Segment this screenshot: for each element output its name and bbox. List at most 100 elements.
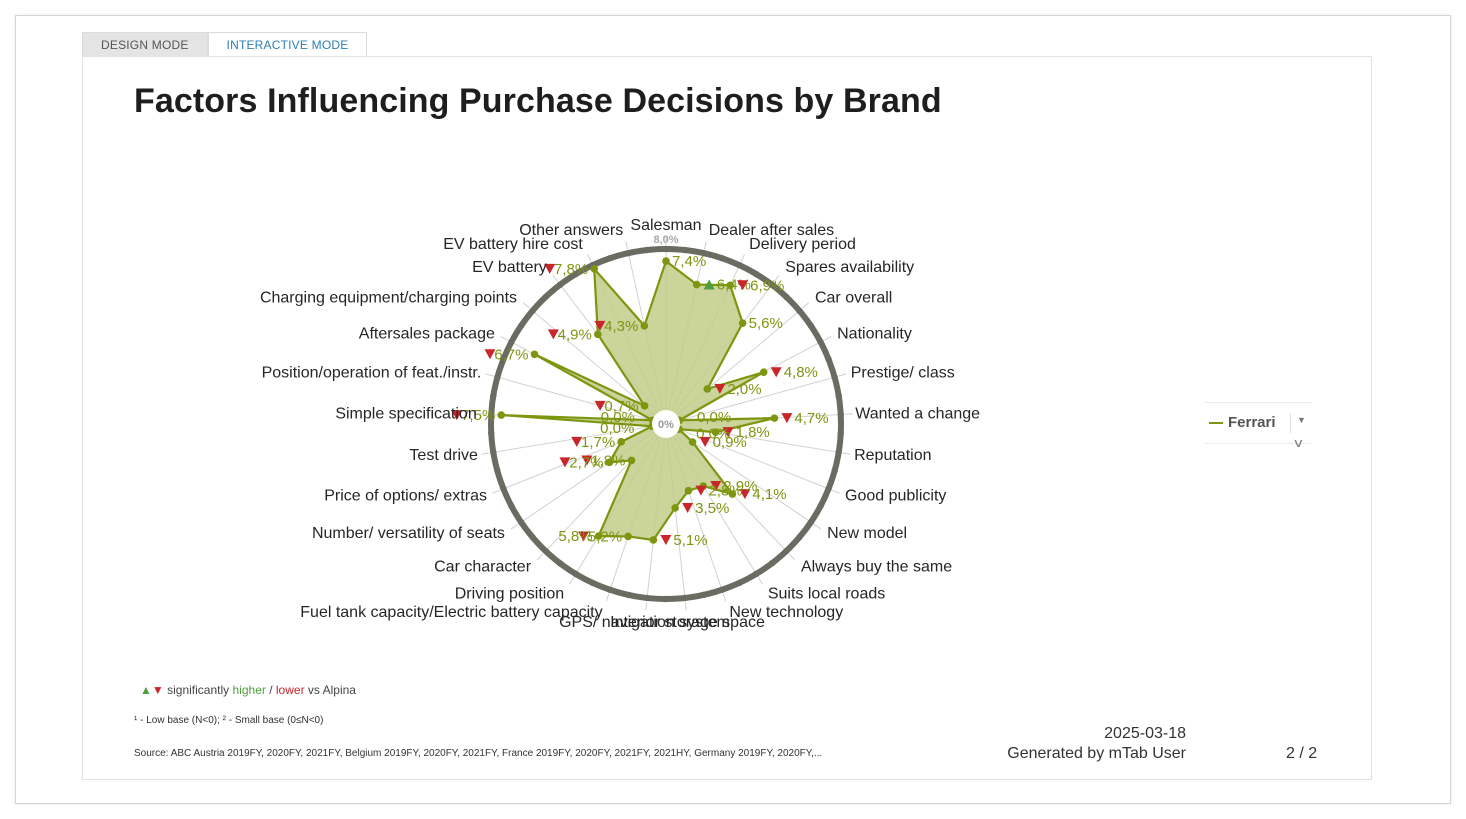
data-point: [770, 414, 779, 422]
ring-tick-dot: [796, 307, 803, 314]
sig-down-triangle: [682, 502, 694, 513]
ring-tick-dot: [589, 579, 596, 587]
page-counter: 2 / 2: [1286, 745, 1318, 762]
category-label: Charging equipment/charging points: [260, 289, 517, 306]
page-title: Factors Influencing Purchase Decisions b…: [134, 82, 942, 120]
significance-legend: ▲▼ significantly higher / lower vs Alpin…: [140, 683, 356, 697]
data-label-group: 4,1%: [739, 486, 787, 503]
data-label: 0,0%: [697, 409, 731, 426]
report-canvas: [82, 56, 1372, 780]
caret-down-icon[interactable]: ▼: [1297, 415, 1306, 425]
data-label: 7,4%: [672, 253, 706, 270]
category-leader-line: [587, 254, 592, 262]
data-point: [624, 532, 632, 541]
mode-tabs: DESIGN MODE INTERACTIVE MODE: [82, 32, 368, 57]
data-label: 5,8%: [558, 528, 592, 545]
sig-down-triangle: [571, 436, 583, 447]
category-label: EV battery hire cost: [443, 236, 583, 253]
ring-tick-dot: [736, 579, 743, 587]
sig-lower: lower: [275, 683, 305, 697]
ring-tick-dot: [736, 261, 743, 269]
triangle-down-icon: ▼: [151, 683, 164, 697]
data-label: 6,4%: [717, 277, 751, 294]
data-label: 0,0%: [600, 420, 634, 437]
category-label: Car character: [434, 558, 532, 575]
data-label-group: 1,8%: [722, 424, 770, 441]
data-point: [627, 456, 636, 465]
ring-tick-dot: [831, 467, 838, 475]
ring-tick-dot: [825, 485, 832, 492]
sig-down-triangle: [714, 383, 726, 394]
ring-tick-dot: [542, 547, 549, 555]
legend[interactable]: Ferrari ▼: [1204, 402, 1312, 444]
sig-down-triangle: [451, 410, 463, 421]
ring-tick-dot: [768, 281, 776, 288]
grid-spoke: [677, 431, 812, 523]
data-label-group: 4,9%: [547, 326, 592, 343]
data-label: 4,8%: [784, 364, 818, 381]
data-label: 5,2%: [588, 528, 622, 545]
data-label: 4,7%: [794, 410, 828, 427]
category-label: Suits local roads: [768, 585, 885, 602]
ring-tick-dot: [572, 270, 579, 278]
ring-tick-dot: [508, 502, 515, 510]
sig-prefix: significantly: [167, 683, 230, 697]
ring-tick-dot: [488, 430, 495, 437]
category-label: Aftersales package: [359, 325, 495, 342]
data-label-group: 2,7%: [559, 454, 603, 471]
grid-spoke: [497, 376, 653, 421]
ring-tick-dot: [817, 338, 824, 346]
ring-tick-dot: [517, 322, 525, 329]
chevron-down-icon[interactable]: ∨: [1292, 436, 1305, 450]
grid-spoke: [532, 310, 656, 416]
sig-up-triangle: [703, 279, 715, 290]
data-point: [671, 504, 679, 512]
ring-tick-dot: [681, 246, 689, 254]
ring-tick-dot: [556, 281, 564, 288]
category-leader-line: [523, 302, 530, 309]
data-point: [617, 438, 626, 446]
ring-tick-dot: [718, 254, 726, 262]
category-label: Simple specification: [335, 406, 476, 423]
data-label-group: 6,9%: [737, 277, 784, 294]
sig-higher: higher: [232, 683, 266, 697]
category-label: Position/operation of feat./instr.: [262, 365, 482, 382]
data-label-group: 0,0%: [601, 409, 635, 426]
data-label-group: 2,9%: [710, 478, 758, 495]
data-label: 6,9%: [750, 277, 784, 294]
series-area-ferrari: [500, 259, 776, 542]
category-leader-line: [552, 274, 559, 282]
sig-down-triangle: [544, 263, 556, 274]
data-point: [726, 281, 734, 290]
ring-tick-dot: [529, 534, 536, 541]
tab-interactive-mode[interactable]: INTERACTIVE MODE: [207, 32, 368, 57]
tab-design-mode[interactable]: DESIGN MODE: [82, 32, 208, 57]
category-leader-line: [510, 524, 519, 530]
data-label-group: 2,0%: [714, 381, 762, 398]
data-label-group: 0,0%: [697, 409, 731, 426]
ring-tick-dot: [556, 560, 564, 567]
data-point: [605, 458, 614, 467]
category-label: Test drive: [409, 447, 478, 464]
data-point: [684, 486, 693, 495]
data-label: 2,9%: [723, 478, 757, 495]
category-leader-line: [813, 524, 822, 530]
data-label: 3,5%: [695, 500, 729, 517]
ring-tick-dot: [490, 392, 497, 399]
category-label: Nationality: [837, 325, 912, 342]
category-label: Price of options/ extras: [324, 487, 487, 504]
ring-tick-dot: [753, 270, 760, 278]
legend-divider: [1290, 413, 1291, 433]
data-label-group: 7,5%: [451, 407, 495, 424]
data-label-group: 7,8%: [544, 261, 588, 278]
ring-tick-dot: [783, 547, 790, 555]
category-leader-line: [537, 553, 544, 561]
data-point: [594, 330, 602, 339]
data-label-group: 6,7%: [484, 346, 529, 363]
category-leader-line: [832, 489, 840, 494]
category-leader-line: [645, 601, 648, 610]
category-label: Number/ versatility of seats: [312, 525, 505, 542]
category-leader-line: [740, 254, 745, 262]
category-label: Other answers: [519, 222, 623, 239]
category-label: Interior storage space: [610, 614, 765, 631]
